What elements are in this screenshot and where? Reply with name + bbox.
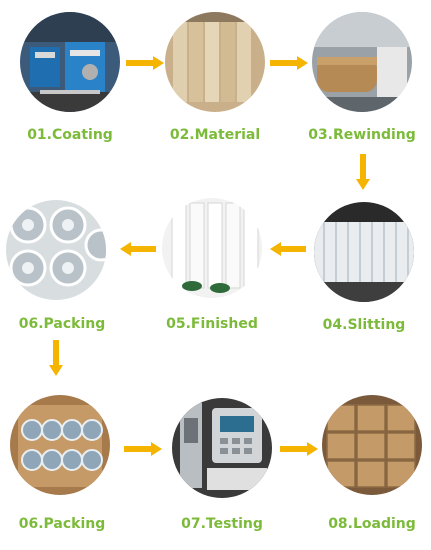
packing-carton-photo — [10, 395, 110, 495]
step-label: 05.Finished — [166, 316, 258, 332]
step-label: 03.Rewinding — [308, 127, 416, 143]
arrow-left-icon — [270, 242, 306, 256]
step-label: 08.Loading — [328, 516, 416, 532]
loading-cartons-photo — [322, 395, 422, 495]
material-rolls-photo — [165, 12, 265, 112]
arrow-right-icon — [124, 442, 162, 456]
finished-cores-photo — [162, 198, 262, 298]
step-label: 02.Material — [169, 127, 261, 143]
arrow-down-icon — [356, 154, 370, 190]
step-label: 01.Coating — [27, 127, 113, 143]
step-label: 04.Slitting — [322, 317, 406, 333]
step-label: 06.Packing — [18, 316, 106, 332]
slitting-rolls-photo — [314, 202, 414, 302]
rewinding-machine-photo — [312, 12, 412, 112]
coating-machine-photo — [20, 12, 120, 112]
arrow-left-icon — [120, 242, 156, 256]
arrow-right-icon — [126, 56, 164, 70]
step-label: 06.Packing — [18, 516, 106, 532]
arrow-right-icon — [270, 56, 308, 70]
packing-wrapped-rolls-photo — [6, 200, 106, 300]
step-label: 07.Testing — [181, 516, 263, 532]
arrow-down-icon — [49, 340, 63, 376]
arrow-right-icon — [280, 442, 318, 456]
testing-machine-photo — [172, 398, 272, 498]
